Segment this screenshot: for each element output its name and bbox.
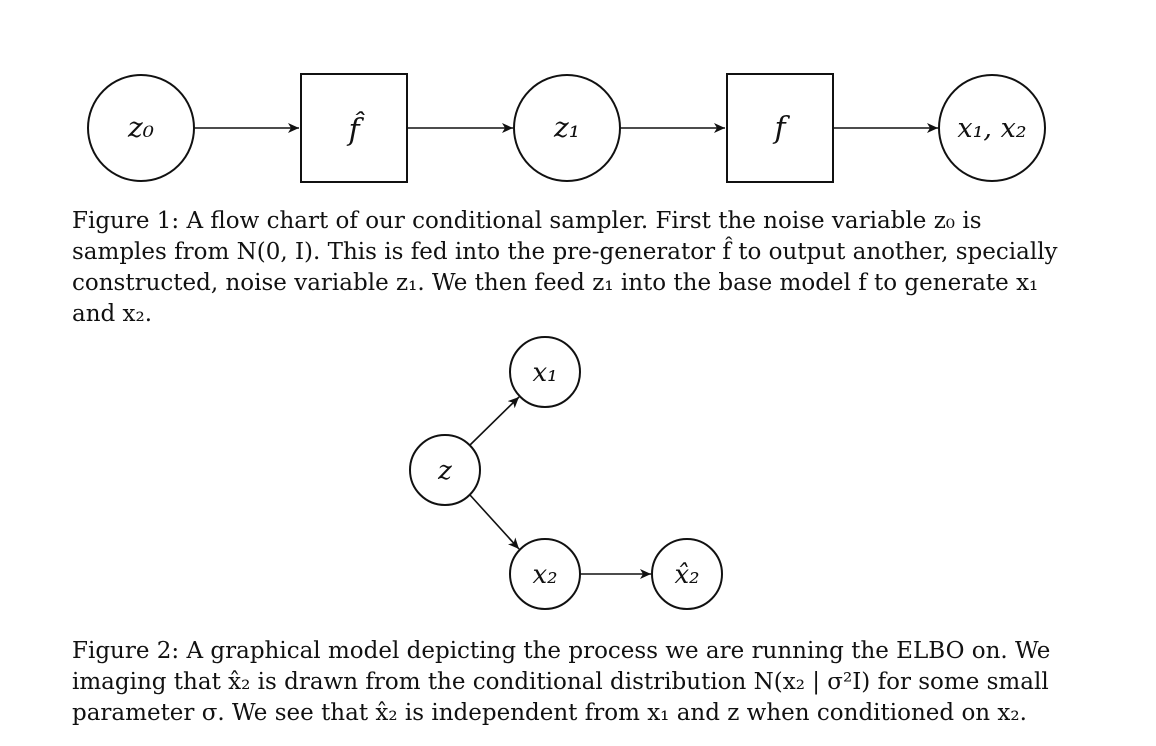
node-fhat: f̂ xyxy=(300,73,408,183)
node-z: z xyxy=(409,434,481,506)
node-z-label: z xyxy=(437,456,452,486)
node-fhat-label: f̂ xyxy=(346,111,364,148)
figure1-caption-text: A flow chart of our conditional sampler.… xyxy=(72,208,1058,327)
node-z1-label: z₁ xyxy=(553,111,580,144)
node-x1x2: x₁, x₂ xyxy=(938,74,1046,182)
figure2-graphical-model: x₁ z x₂ x̂₂ xyxy=(409,336,723,610)
node-f-label: f xyxy=(772,111,790,146)
figure1-caption-prefix: Figure 1: xyxy=(72,208,180,234)
node-x2hat: x̂₂ xyxy=(651,538,723,610)
node-x2: x₂ xyxy=(509,538,581,610)
node-z0: z₀ xyxy=(87,74,195,182)
figure1-flowchart: z₀ f̂ z₁ f x₁, x₂ xyxy=(87,73,1046,183)
node-x1: x₁ xyxy=(509,336,581,408)
node-z1: z₁ xyxy=(513,74,621,182)
edge-z-x2 xyxy=(469,494,520,550)
figure2-caption-prefix: Figure 2: xyxy=(72,638,180,664)
node-x2-label: x₂ xyxy=(532,560,557,590)
figure2-caption: Figure 2: A graphical model depicting th… xyxy=(72,636,1082,729)
node-z0-label: z₀ xyxy=(127,111,154,144)
node-x1x2-label: x₁, x₂ xyxy=(957,113,1026,144)
node-x2hat-label: x̂₂ xyxy=(674,560,699,590)
edge-z-x1 xyxy=(469,396,520,446)
node-x1-label: x₁ xyxy=(532,358,557,388)
figure2-caption-text: A graphical model depicting the process … xyxy=(72,638,1051,726)
node-f: f xyxy=(726,73,834,183)
figure1-caption: Figure 1: A flow chart of our conditiona… xyxy=(72,206,1082,330)
